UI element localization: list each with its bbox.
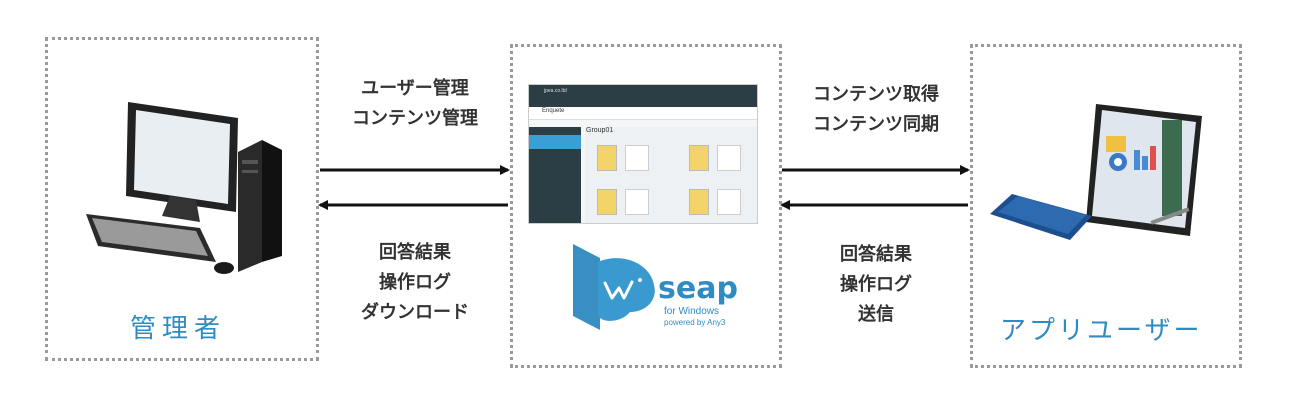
seap-logo-powered-by: powered by Any3 <box>664 318 726 327</box>
edge-label-admin-to-server: ユーザー管理 コンテンツ管理 <box>336 74 494 134</box>
seap-logo-subtitle: for Windows <box>664 306 720 317</box>
content-tile <box>717 145 741 171</box>
content-tile <box>689 189 709 215</box>
screenshot-toolbar <box>529 107 757 120</box>
admin-node-frame <box>45 37 319 361</box>
screenshot-content <box>585 127 757 223</box>
content-tile <box>597 145 617 171</box>
content-tile <box>689 145 709 171</box>
edge-label-line: 操作ログ <box>379 272 451 293</box>
content-tile <box>625 145 649 171</box>
edge-label-line: コンテンツ同期 <box>813 114 939 135</box>
content-tile <box>625 189 649 215</box>
user-caption: アプリユーザー <box>1000 316 1203 346</box>
edge-label-server-to-user: コンテンツ取得 コンテンツ同期 <box>792 80 960 140</box>
screenshot-sidebar-selected <box>529 135 581 149</box>
tablet-laptop-icon <box>990 104 1202 240</box>
seap-logo-icon <box>573 244 655 330</box>
edge-label-line: ダウンロード <box>361 302 469 323</box>
edge-label-user-to-server: 回答結果 操作ログ 送信 <box>792 240 960 330</box>
content-tile <box>717 189 741 215</box>
screenshot-brand: jpea.co.ltd <box>544 88 567 94</box>
admin-caption: 管理者 <box>130 314 227 344</box>
screenshot-group-title: Group01 <box>586 127 614 134</box>
edge-label-line: 回答結果 <box>379 242 451 263</box>
app-screenshot <box>528 84 758 224</box>
seap-logo-text: seap <box>658 271 738 306</box>
edge-label-line: コンテンツ取得 <box>813 84 939 105</box>
edge-label-server-to-admin: 回答結果 操作ログ ダウンロード <box>336 238 494 328</box>
edge-label-line: 送信 <box>858 304 894 325</box>
edge-label-line: 回答結果 <box>840 244 912 265</box>
user-node-frame <box>970 44 1242 368</box>
edge-label-line: コンテンツ管理 <box>352 108 478 129</box>
edge-label-line: ユーザー管理 <box>361 78 469 99</box>
content-tile <box>597 189 617 215</box>
edge-label-line: 操作ログ <box>840 274 912 295</box>
screenshot-header <box>529 85 757 107</box>
screenshot-app-name: Enquete <box>542 108 565 114</box>
desktop-computer-icon <box>86 102 282 274</box>
